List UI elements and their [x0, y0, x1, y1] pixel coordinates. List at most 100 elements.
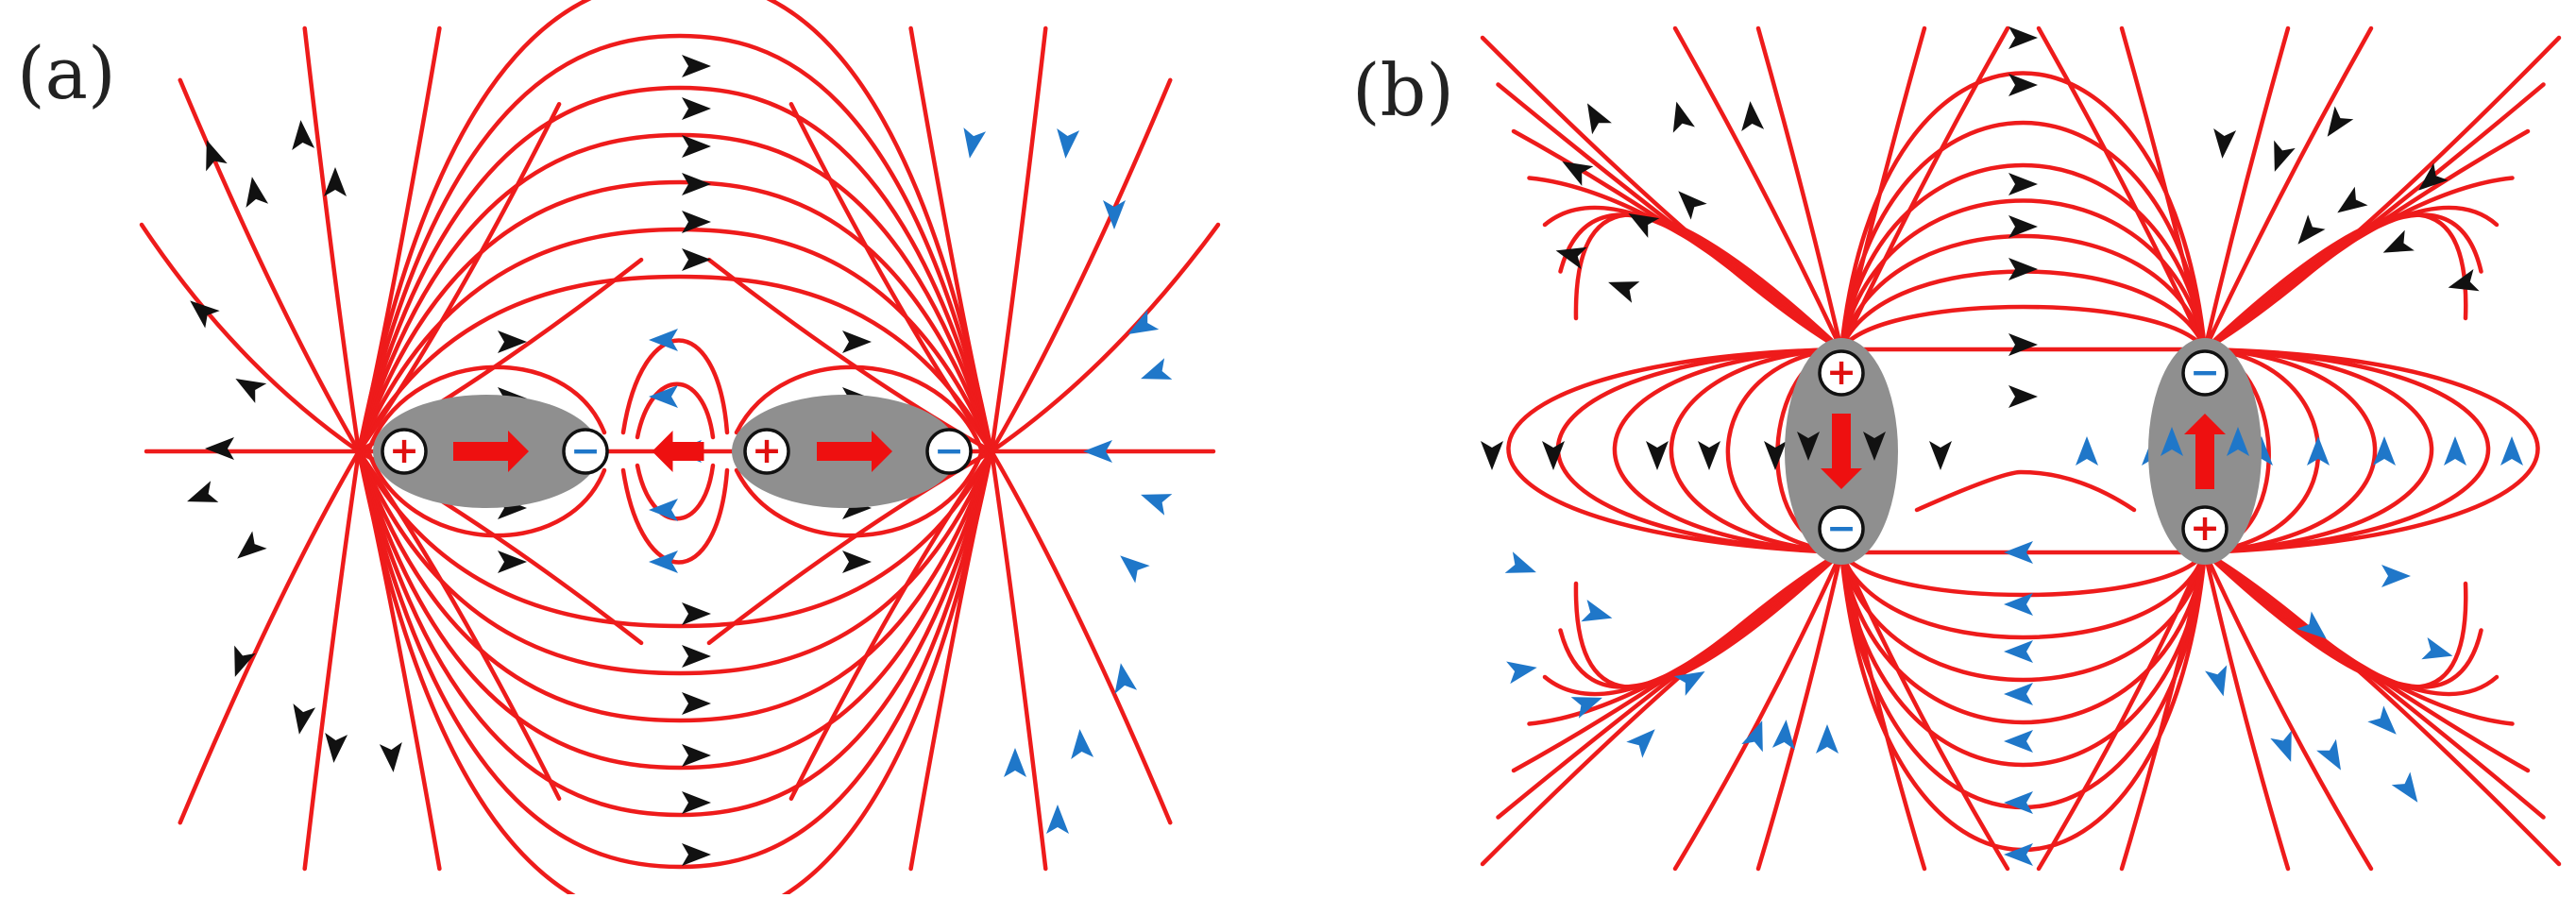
charge-sign: −	[2190, 351, 2220, 393]
field-arrow	[293, 703, 316, 735]
field-arrow	[2391, 771, 2418, 803]
field-arrow	[2008, 333, 2038, 356]
field-line	[2202, 550, 2291, 872]
field-arrow	[1816, 724, 1839, 754]
field-arrow	[682, 791, 711, 814]
field-arrow	[1103, 200, 1126, 229]
field-line	[1755, 550, 1844, 872]
charge-circle	[925, 428, 973, 475]
negative-charge: −	[2181, 349, 2229, 397]
field-line	[178, 77, 362, 454]
field-line	[635, 463, 716, 521]
moment-arrow	[1821, 414, 1862, 489]
moment-arrow	[453, 431, 529, 472]
field-arrow	[1127, 310, 1160, 334]
field-arrow	[1481, 441, 1503, 470]
field-line	[1839, 71, 2208, 352]
field-arrow	[1741, 720, 1763, 753]
field-line	[1542, 205, 1844, 352]
charge-sign: −	[1826, 507, 1856, 549]
field-arrow	[379, 742, 402, 772]
field-arrow	[234, 645, 256, 677]
field-line	[989, 449, 1048, 872]
field-line	[2036, 25, 2208, 352]
field-arrow	[2367, 705, 2397, 735]
field-line	[2202, 550, 2468, 689]
field-line	[1542, 550, 1844, 697]
field-arrow	[2316, 738, 2341, 771]
field-arrow	[2004, 730, 2033, 753]
field-arrow	[1120, 555, 1150, 584]
field-arrow	[649, 329, 678, 351]
moment-arrow	[2184, 414, 2226, 489]
field-line	[1839, 550, 2208, 683]
field-arrow	[2373, 436, 2396, 466]
field-line	[620, 467, 730, 565]
field-arrow	[2004, 683, 2033, 705]
field-line	[356, 132, 994, 454]
field-arrow	[235, 379, 267, 403]
field-arrow	[1141, 494, 1173, 516]
field-arrow	[2296, 611, 2327, 639]
negative-charge: −	[1818, 505, 1865, 552]
field-arrow	[682, 248, 711, 271]
field-line	[1839, 550, 2208, 768]
field-arrow	[2008, 385, 2038, 408]
field-line	[989, 77, 1173, 454]
field-line	[1573, 212, 1844, 352]
charge-sign: +	[752, 430, 782, 471]
field-arrow	[649, 385, 678, 408]
field-arrow	[682, 135, 711, 158]
field-arrow	[1083, 440, 1112, 463]
field-line	[356, 449, 994, 629]
field-arrow	[1004, 748, 1026, 777]
field-line	[1506, 347, 1844, 555]
field-arrow	[2337, 186, 2368, 213]
panel-b-label: (b)	[1352, 48, 1454, 132]
panel-a: +−+−	[139, 0, 1221, 898]
field-arrow	[1771, 720, 1795, 750]
field-line	[1839, 550, 2010, 872]
field-arrow	[2327, 106, 2354, 137]
field-arrow	[2448, 269, 2480, 292]
field-arrow	[1741, 101, 1765, 131]
field-arrow	[1672, 101, 1695, 133]
field-line	[356, 0, 994, 454]
field-arrow	[2004, 791, 2033, 814]
field-line	[908, 25, 994, 454]
field-line	[989, 449, 1173, 825]
field-arrow	[1542, 441, 1565, 470]
field-line	[2119, 550, 2208, 872]
charge-sign: +	[1826, 351, 1856, 393]
field-line	[2202, 212, 2468, 352]
field-line	[788, 449, 994, 801]
field-arrow	[2297, 214, 2326, 245]
field-arrow	[963, 127, 987, 159]
field-line	[620, 338, 730, 435]
field-arrow	[2004, 640, 2033, 663]
field-arrow	[682, 744, 711, 767]
field-line	[2202, 550, 2483, 689]
field-arrow	[1506, 661, 1537, 685]
field-line	[2202, 347, 2434, 555]
field-line	[1672, 25, 1844, 352]
field-line	[1612, 347, 1844, 555]
field-line	[1839, 233, 2208, 352]
field-line	[1558, 212, 1844, 352]
field-arrow	[2307, 436, 2330, 466]
charge-circle	[2181, 349, 2229, 397]
field-line	[1839, 25, 2010, 352]
field-arrow	[682, 602, 711, 625]
field-arrow	[1114, 663, 1138, 694]
field-line	[356, 449, 994, 723]
field-line	[1839, 162, 2208, 352]
field-line	[1914, 469, 2137, 513]
field-arrow	[325, 733, 348, 763]
field-arrow	[246, 177, 269, 208]
field-line	[1725, 347, 1844, 555]
field-line	[2202, 25, 2291, 352]
field-line	[356, 102, 562, 454]
field-line	[2202, 347, 2540, 555]
field-arrow	[1071, 729, 1094, 759]
